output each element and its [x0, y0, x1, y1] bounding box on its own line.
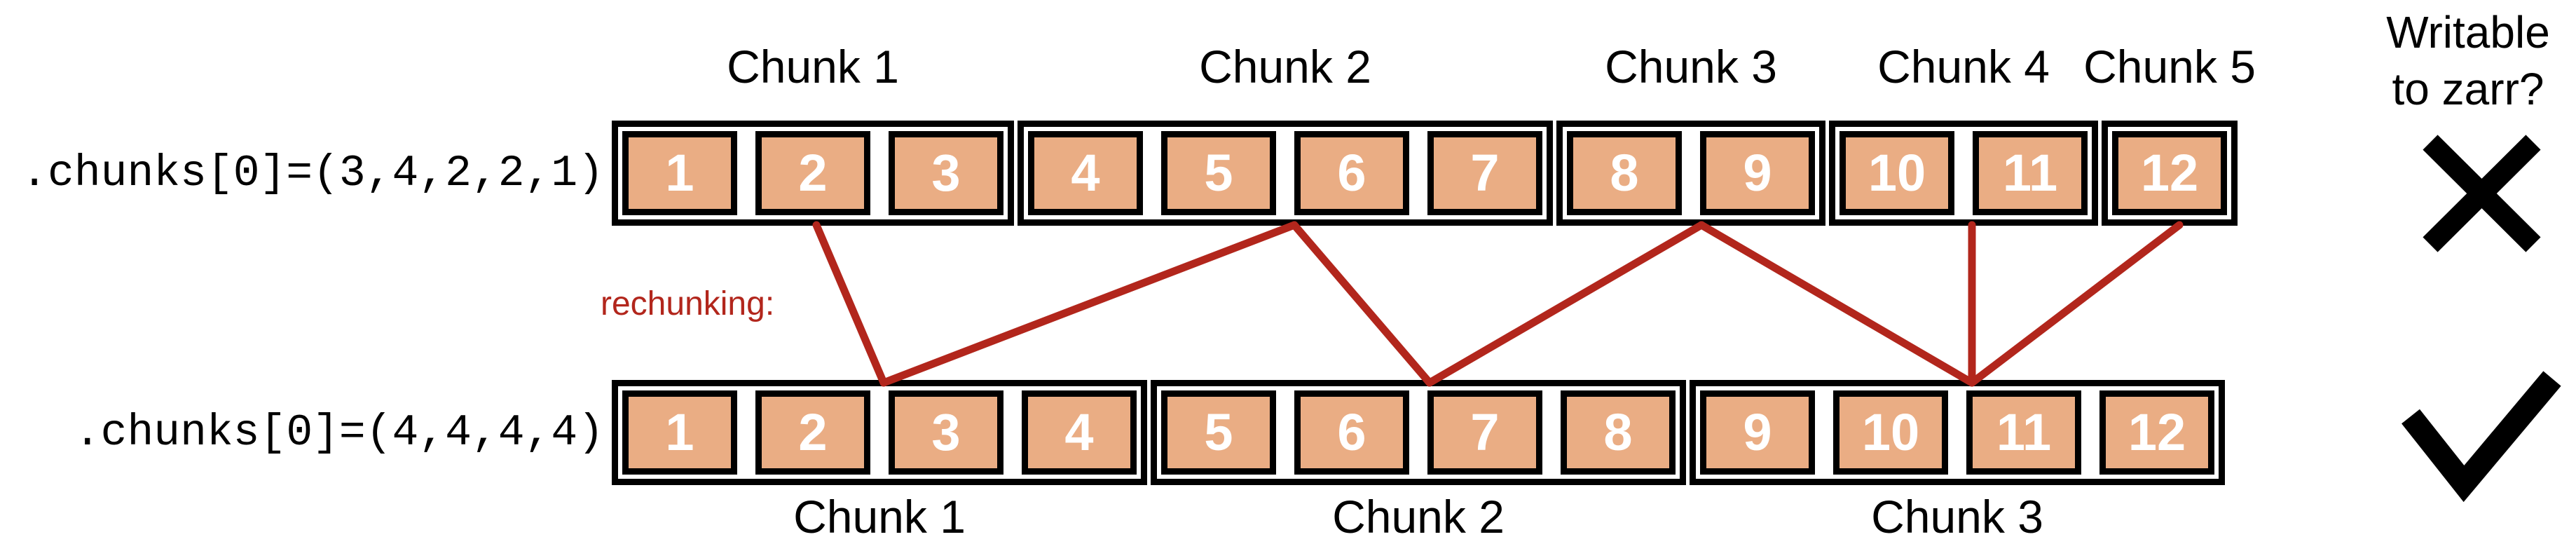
rechunking-line-3: [1290, 221, 1434, 387]
top-chunk-4-label: Chunk 4: [1877, 41, 2050, 93]
top-cell-2: 2: [755, 131, 870, 215]
bottom-cell-12: 12: [2099, 390, 2214, 475]
writable-check-icon: [2402, 371, 2561, 503]
top-chunk-3-label: Chunk 3: [1605, 41, 1777, 93]
bottom-chunk-1-label: Chunk 1: [793, 491, 966, 543]
bottom-cell-8: 8: [1561, 390, 1676, 475]
writable-question-header: Writable to zarr?: [2360, 4, 2576, 117]
writable-question-line2: to zarr?: [2392, 63, 2544, 114]
bottom-cell-7: 7: [1427, 390, 1542, 475]
top-chunk-box-5: Chunk 5 12: [2083, 41, 2256, 226]
top-cell-9: 9: [1700, 131, 1815, 215]
top-chunk-5-label: Chunk 5: [2083, 41, 2256, 93]
rechunking-label: rechunking:: [601, 285, 775, 322]
top-cell-1: 1: [622, 131, 737, 215]
writable-question-line1: Writable: [2386, 7, 2550, 57]
top-chunk-2-label: Chunk 2: [1199, 41, 1371, 93]
rechunking-line-1: [812, 221, 888, 387]
bottom-cell-1: 1: [622, 390, 737, 475]
bottom-cell-11: 11: [1966, 390, 2081, 475]
rechunking-line-2: [879, 221, 1299, 387]
bottom-cell-3: 3: [889, 390, 1003, 475]
bottom-chunks-code-label: .chunks[0]=(4,4,4,4): [74, 407, 604, 458]
rechunking-line-5: [1697, 221, 1976, 387]
top-cell-3: 3: [889, 131, 1003, 215]
top-cell-5: 5: [1161, 131, 1276, 215]
bottom-cell-10: 10: [1833, 390, 1948, 475]
top-cell-6: 6: [1294, 131, 1409, 215]
top-cell-8: 8: [1567, 131, 1682, 215]
bottom-chunk-3-label: Chunk 3: [1871, 491, 2043, 543]
top-cell-7: 7: [1427, 131, 1542, 215]
bottom-cell-2: 2: [755, 390, 870, 475]
top-chunk-1-label: Chunk 1: [727, 41, 899, 93]
top-cell-4: 4: [1028, 131, 1143, 215]
not-writable-cross-icon: [2423, 135, 2541, 252]
top-cell-12: 12: [2112, 131, 2227, 215]
rechunking-line-4: [1425, 221, 1706, 387]
top-chunks-code-label: .chunks[0]=(3,4,2,2,1): [21, 148, 604, 198]
bottom-cell-6: 6: [1294, 390, 1409, 475]
bottom-cell-5: 5: [1161, 390, 1276, 475]
top-cell-10: 10: [1839, 131, 1954, 215]
top-cell-11: 11: [1973, 131, 2088, 215]
rechunking-line-7: [1968, 221, 2184, 387]
bottom-cell-4: 4: [1022, 390, 1137, 475]
bottom-chunk-2-label: Chunk 2: [1332, 491, 1505, 543]
bottom-cell-9: 9: [1700, 390, 1815, 475]
